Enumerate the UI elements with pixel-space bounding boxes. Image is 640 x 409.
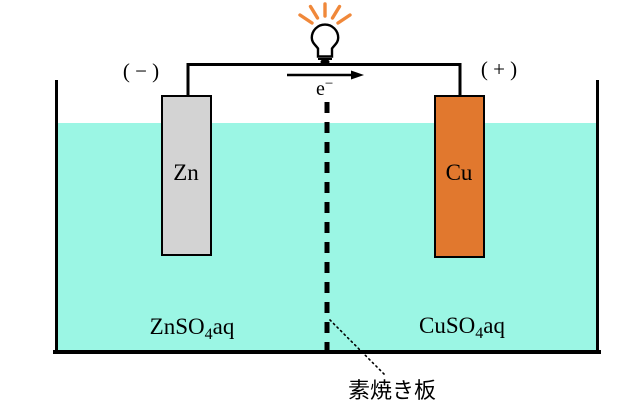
copper-electrode-label: Cu [446, 160, 473, 185]
electron-symbol: e [316, 78, 325, 100]
left-solution-subscript: 4 [205, 326, 213, 343]
right-solution-suffix: aq [483, 313, 505, 338]
bulb-base [320, 58, 330, 66]
zinc-electrode [161, 95, 212, 256]
bulb-glass [310, 23, 340, 58]
negative-terminal-label: ( − ) [123, 59, 159, 83]
light-rays-icon [298, 2, 352, 25]
electron-flow: e− [287, 70, 364, 100]
right-solution-formula: CuSO [419, 313, 475, 338]
copper-electrode [434, 95, 485, 258]
electron-label: e− [316, 76, 333, 100]
light-bulb-icon [310, 23, 340, 66]
electron-arrowhead-icon [351, 70, 364, 80]
electron-charge: − [325, 76, 333, 92]
electrolyte-solution [58, 123, 596, 352]
right-solution-label: CuSO4aq [419, 313, 505, 342]
left-solution-label: ZnSO4aq [150, 314, 235, 343]
left-solution-formula: ZnSO [150, 314, 205, 339]
porous-plate-label: 素焼き板 [348, 378, 436, 403]
zinc-electrode-label: Zn [173, 160, 199, 185]
right-solution-subscript: 4 [475, 325, 483, 342]
left-solution-suffix: aq [213, 314, 235, 339]
positive-terminal-label: ( + ) [481, 57, 517, 81]
